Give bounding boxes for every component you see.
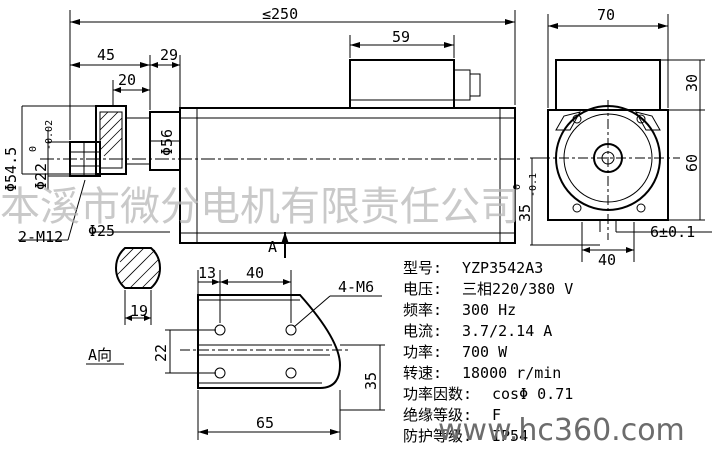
cable-gland <box>453 69 471 101</box>
dim-dia-22-sub: -0.02 <box>44 120 55 150</box>
dim-70: 70 <box>597 6 615 24</box>
company-watermark: 本溪市微分电机有限责任公司 <box>0 184 520 230</box>
spec-table: 型号: YZP3542A3 电压: 三相220/380 V 频率: 300 Hz… <box>403 259 573 445</box>
spec-label: 功率: <box>403 343 442 361</box>
spec-label: 绝缘等级: <box>403 406 472 424</box>
dim-dia-25: Φ25 <box>88 222 115 240</box>
view-a-arrow-label: A <box>268 238 277 256</box>
dim-a-22: 22 <box>152 344 170 362</box>
spec-label: 转速: <box>403 364 442 382</box>
shaft-section: Φ25 19 <box>88 222 170 325</box>
spec-value: 三相220/380 V <box>462 280 573 298</box>
dim-dia-56: Φ56 <box>158 129 176 156</box>
dim-a-65: 65 <box>256 414 274 432</box>
spec-value: 3.7/2.14 A <box>462 322 552 340</box>
view-a-title: A向 <box>88 346 112 364</box>
dim-dia-22-sup: 0 <box>28 146 39 152</box>
view-a: 13 40 4-M6 22 35 65 A向 <box>86 264 385 440</box>
dim-dia-54-5: Φ54.5 <box>2 147 20 192</box>
dim-dia-22: Φ22 <box>32 163 50 190</box>
dim-6-tol: 6±0.1 <box>650 223 695 241</box>
dim-45: 45 <box>97 46 115 64</box>
spec-label: 频率: <box>403 301 442 319</box>
spec-value: 300 Hz <box>462 301 516 319</box>
terminal-box <box>349 59 455 109</box>
dim-19: 19 <box>130 302 148 320</box>
dim-35-sup: 0 <box>512 184 523 190</box>
dim-35-sub: -0.1 <box>528 173 539 197</box>
dim-30: 30 <box>683 74 701 92</box>
label-4-m6: 4-M6 <box>338 278 374 296</box>
dim-a-35: 35 <box>362 372 380 390</box>
spec-value: cosΦ 0.71 <box>492 385 573 403</box>
label-2-m12: 2-M12 <box>18 228 63 246</box>
dim-total-length: ≤250 <box>262 5 298 23</box>
spec-value: IP54 <box>492 427 528 445</box>
spec-label: 电压: <box>403 280 442 298</box>
dim-59: 59 <box>392 28 410 46</box>
spec-value: 700 W <box>462 343 508 361</box>
dim-a-13: 13 <box>198 264 216 282</box>
spec-value: YZP3542A3 <box>462 259 543 277</box>
side-view: ≤250 45 29 20 59 Φ54.5 Φ22 <box>2 5 520 258</box>
dim-35: 35 <box>516 204 534 222</box>
spec-label: 型号: <box>403 259 442 277</box>
spec-label: 功率因数: <box>403 385 472 403</box>
end-view: 70 30 60 35 -0.1 0 6±0.1 40 <box>512 6 712 269</box>
dim-60: 60 <box>683 154 701 172</box>
dim-end-40: 40 <box>598 251 616 269</box>
spec-label: 防护等级: <box>403 427 472 445</box>
site-watermark: www.hc360.com <box>438 413 685 448</box>
view-a-outline <box>197 294 342 389</box>
dim-20: 20 <box>118 71 136 89</box>
dim-29: 29 <box>160 46 178 64</box>
spec-value: F <box>492 406 501 424</box>
spec-label: 电流: <box>403 322 442 340</box>
motor-body <box>179 107 516 244</box>
spec-value: 18000 r/min <box>462 364 561 382</box>
dim-a-40: 40 <box>246 264 264 282</box>
